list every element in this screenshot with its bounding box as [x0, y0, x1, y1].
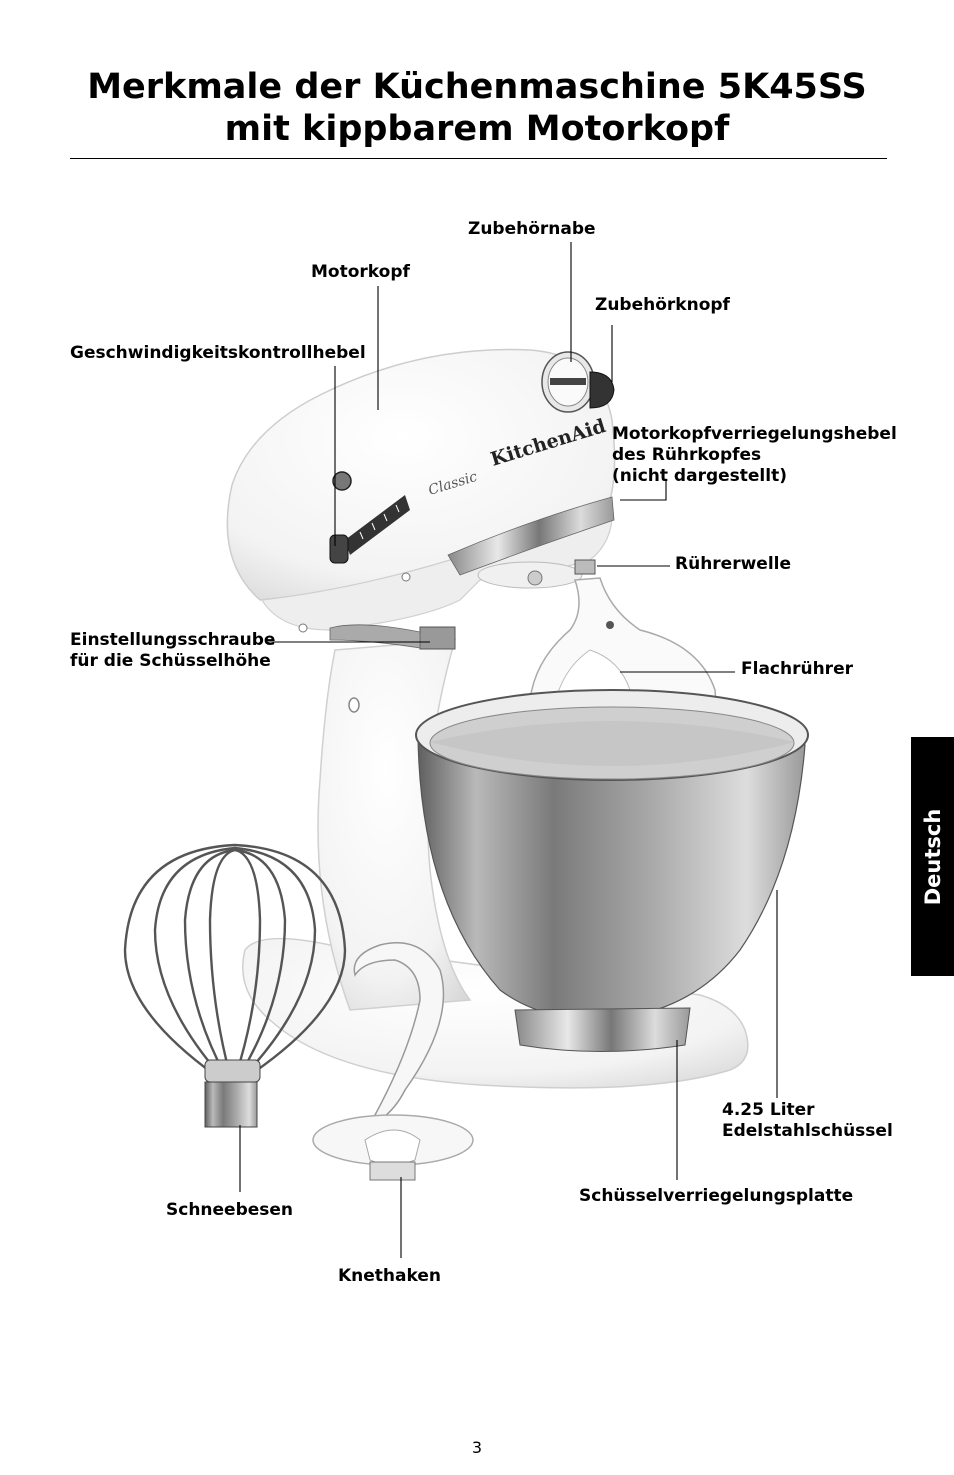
- label-wire-whip: Schneebesen: [166, 1200, 294, 1220]
- label-flat-beater: Flachrührer: [741, 659, 853, 679]
- whip-shaft: [204, 1081, 258, 1128]
- title-line-2: mit kippbarem Motorkopf: [224, 109, 730, 149]
- whip-hub: [204, 1059, 261, 1083]
- label-height-screw: Einstellungsschraube für die Schüsselhöh…: [70, 630, 275, 672]
- label-head-lock-line-2: des Rührkopfes: [612, 445, 762, 465]
- leader-lines: [239, 242, 778, 1258]
- label-attachment-knob: Zubehörknopf: [595, 295, 730, 315]
- page-number: 3: [471, 1438, 483, 1457]
- label-bowl-clamping-plate: Schüsselverriegelungsplatte: [579, 1186, 854, 1206]
- beater-shaft: [574, 559, 596, 575]
- speed-lever-knob: [329, 534, 349, 564]
- label-speed-lever: Geschwindigkeitskontrollhebel: [70, 343, 366, 363]
- label-beater-shaft: Rührerwelle: [675, 554, 792, 574]
- language-tab-label: Deutsch: [920, 808, 945, 905]
- language-tab: Deutsch: [911, 737, 954, 976]
- speed-scale: [345, 495, 410, 555]
- label-head-lock-lever: Motorkopfverriegelungshebel des Rührkopf…: [612, 424, 897, 487]
- title-rule: [70, 158, 887, 159]
- label-bowl-line-1: 4.25 Liter: [722, 1100, 815, 1120]
- label-motor-head: Motorkopf: [311, 262, 410, 282]
- label-height-screw-line-2: für die Schüsselhöhe: [70, 651, 271, 671]
- pillar-screw: [348, 697, 360, 713]
- dough-hook-shaft: [369, 1161, 416, 1181]
- attachment-knob: [589, 371, 615, 409]
- label-attachment-hub: Zubehörnabe: [468, 219, 596, 239]
- label-bowl: 4.25 Liter Edelstahlschüssel: [722, 1100, 893, 1142]
- dough-hook: [353, 942, 445, 1131]
- wire-whip: [123, 843, 347, 1076]
- label-dough-hook: Knethaken: [338, 1266, 441, 1286]
- head-lock-knob: [332, 471, 352, 491]
- label-bowl-line-2: Edelstahlschüssel: [722, 1121, 893, 1141]
- bowl-clamping-plate: [514, 1007, 691, 1052]
- page-title: Merkmale der Küchenmaschine 5K45SS mit k…: [0, 66, 954, 150]
- label-head-lock-line-3: (nicht dargestellt): [612, 466, 787, 486]
- label-head-lock-line-1: Motorkopfverriegelungshebel: [612, 424, 897, 444]
- bowl-height-screw: [419, 626, 456, 650]
- title-line-1: Merkmale der Küchenmaschine 5K45SS: [87, 67, 867, 107]
- head-trim-band: [447, 496, 615, 576]
- label-height-screw-line-1: Einstellungsschraube: [70, 630, 276, 650]
